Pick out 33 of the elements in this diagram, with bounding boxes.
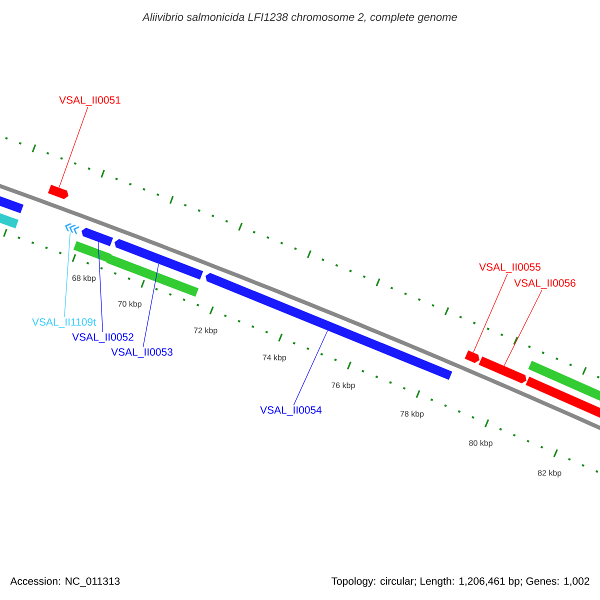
gene-label: VSAL_II0051 — [59, 96, 120, 106]
gene-label: VSAL_II1109t — [32, 318, 96, 328]
scale-label: 82 kbp — [538, 470, 562, 478]
leader-line — [58, 106, 88, 188]
gene-label: VSAL_II0056 — [514, 279, 576, 289]
gene-block — [73, 241, 112, 263]
gene-block — [106, 254, 199, 297]
leader-line — [293, 330, 328, 406]
gene-block — [206, 272, 452, 380]
gene-block — [48, 184, 68, 200]
trna-chevrons — [64, 223, 80, 235]
gene-block — [478, 356, 526, 384]
leader-line — [64, 232, 70, 318]
footer-text: Topology: circular; Length: 1,206,461 bp; Genes: 1,002 — [331, 577, 590, 587]
gene-label: VSAL_II0052 — [72, 333, 134, 343]
leader-line — [98, 242, 103, 332]
scale-label: 80 kbp — [469, 440, 492, 448]
gene-block — [82, 228, 114, 246]
scale-label: 70 kbp — [118, 300, 142, 308]
leader-line — [473, 274, 508, 353]
scale-label: 72 kbp — [194, 327, 218, 335]
map-title: Aliivibrio salmonicida LFI1238 chromosome 2, complete genome — [142, 12, 457, 24]
scale-label: 74 kbp — [262, 354, 286, 362]
gene-block — [464, 350, 480, 363]
gene-label: VSAL_II0053 — [111, 348, 172, 358]
gene-label: VSAL_II0054 — [260, 406, 322, 416]
leader-line — [504, 290, 542, 366]
scale-label: 68 kbp — [72, 275, 96, 283]
gene-label: VSAL_II0055 — [479, 263, 540, 273]
footer-text: Accession: NC_011313 — [10, 577, 120, 587]
gene-block — [114, 239, 204, 280]
leader-line — [142, 264, 159, 348]
scale-label: 78 kbp — [400, 410, 424, 418]
